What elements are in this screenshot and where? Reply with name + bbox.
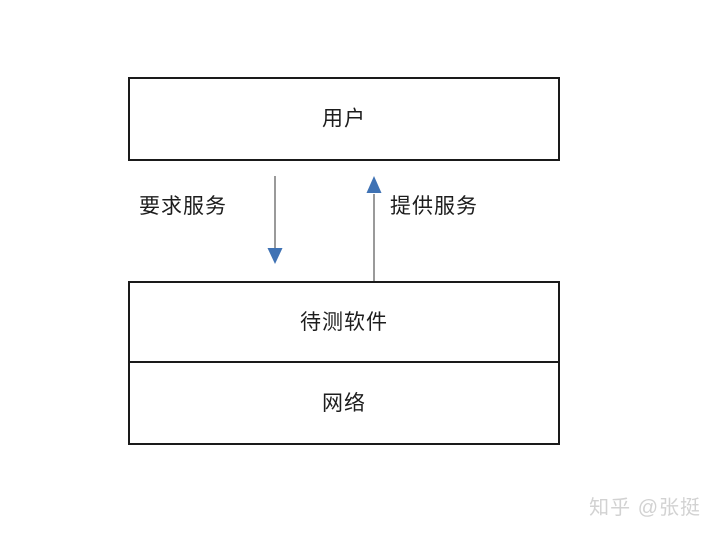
box-user: 用户	[128, 77, 560, 161]
box-cell-software-under-test: 待测软件	[130, 283, 558, 363]
box-system-stack: 待测软件 网络	[128, 281, 560, 445]
box-cell-network: 网络	[130, 363, 558, 443]
box-user-label: 用户	[322, 107, 366, 131]
box-cell-network-label: 网络	[322, 391, 366, 415]
arrow-down-head	[267, 248, 283, 264]
edge-label-request-service: 要求服务	[139, 195, 227, 218]
arrow-up-icon	[366, 176, 382, 282]
edge-label-provide-service: 提供服务	[390, 195, 478, 218]
box-cell-software-under-test-label: 待测软件	[300, 310, 388, 334]
arrow-up-head	[366, 176, 382, 193]
watermark: 知乎 @张挺	[589, 497, 701, 519]
arrow-down-icon	[267, 176, 283, 264]
